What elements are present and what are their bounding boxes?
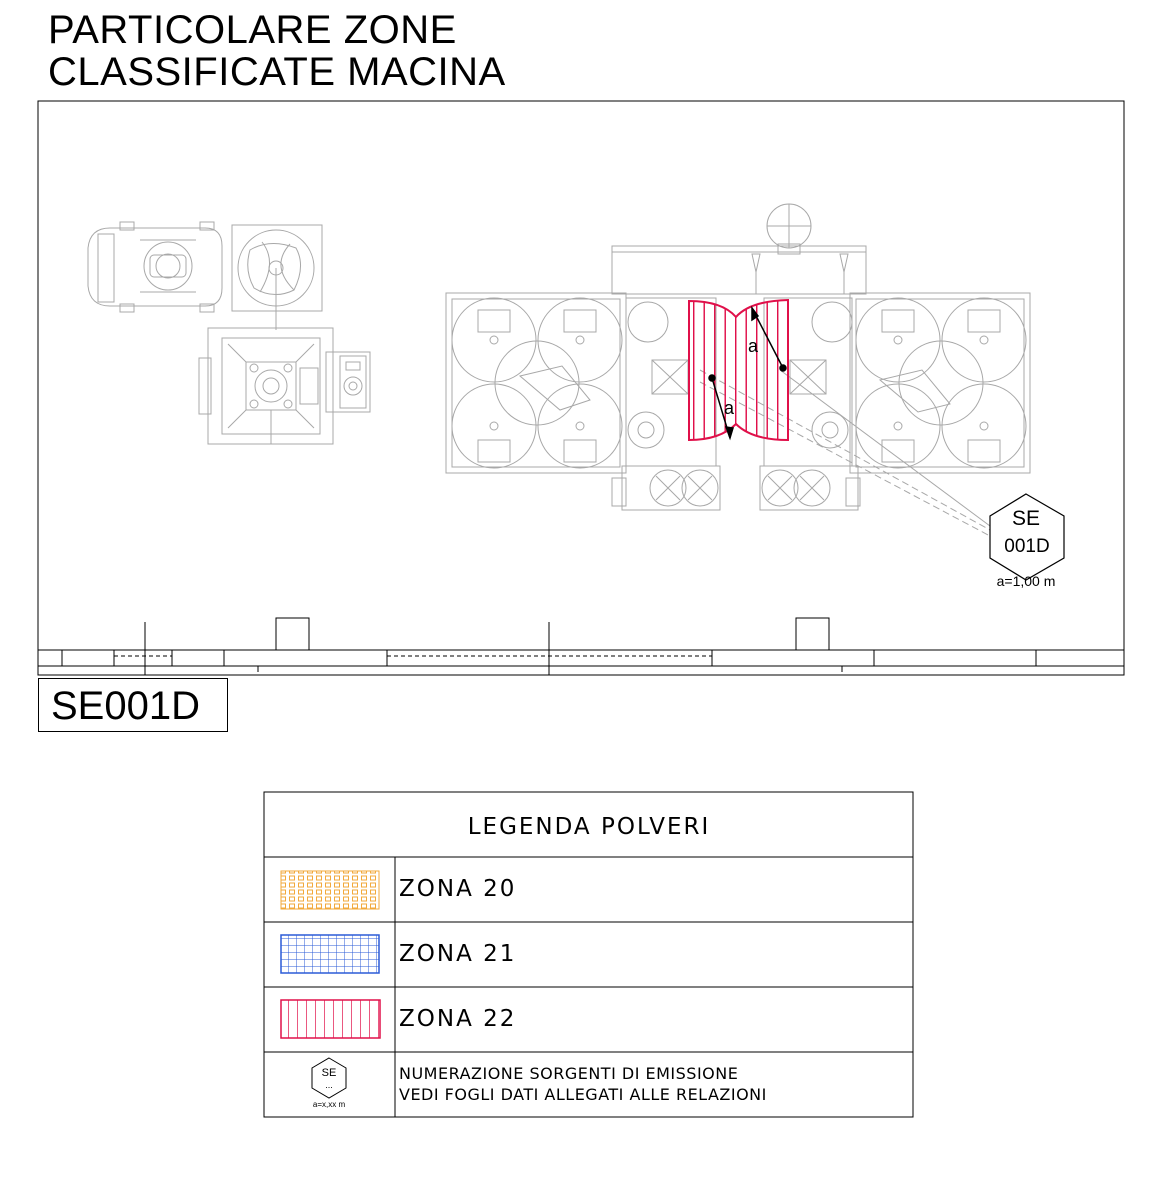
- zone-22-area: [688, 298, 789, 442]
- page-title-line-2: CLASSIFICATE MACINA: [48, 50, 506, 94]
- dimension-label-upper: a: [748, 336, 759, 356]
- legend-label-zone-22: ZONA 22: [399, 1006, 516, 1032]
- dimension-label-lower: a: [724, 398, 735, 418]
- emission-source-code-top: SE: [1012, 507, 1040, 530]
- legend-swatch-zone-22: [280, 999, 381, 1039]
- legend-label-zone-21: ZONA 21: [399, 941, 516, 967]
- legend-swatch-zone-20: [280, 870, 380, 910]
- page-title-line-1: PARTICOLARE ZONE: [48, 8, 457, 52]
- legend-title: LEGENDA POLVERI: [468, 814, 711, 840]
- legend-swatch-zone-21: [280, 934, 380, 974]
- dimension-arrows: [708, 305, 787, 441]
- mill-machine-outline: [445, 203, 1031, 537]
- drawing-frame: [37, 100, 1125, 676]
- drawing-tag: SE001D: [38, 678, 228, 732]
- legend-se-description-line-1: NUMERAZIONE SORGENTI DI EMISSIONE: [399, 1064, 738, 1083]
- emission-source-symbol[interactable]: [989, 493, 1065, 581]
- legend-se-description-line-2: VEDI FOGLI DATI ALLEGATI ALLE RELAZIONI: [399, 1085, 767, 1104]
- legend-label-zone-20: ZONA 20: [399, 876, 516, 902]
- emission-source-distance: a=1,00 m: [997, 573, 1056, 589]
- legend-se-code: SE: [322, 1067, 337, 1079]
- emission-source-code-bottom: 001D: [1004, 536, 1049, 557]
- legend-se-symbol: [311, 1057, 347, 1099]
- legend-se-caption: a=x,xx m: [313, 1100, 346, 1109]
- legend-se-dots: ...: [325, 1080, 333, 1090]
- legend-table: [263, 791, 914, 1118]
- left-machine-outline: [87, 221, 371, 445]
